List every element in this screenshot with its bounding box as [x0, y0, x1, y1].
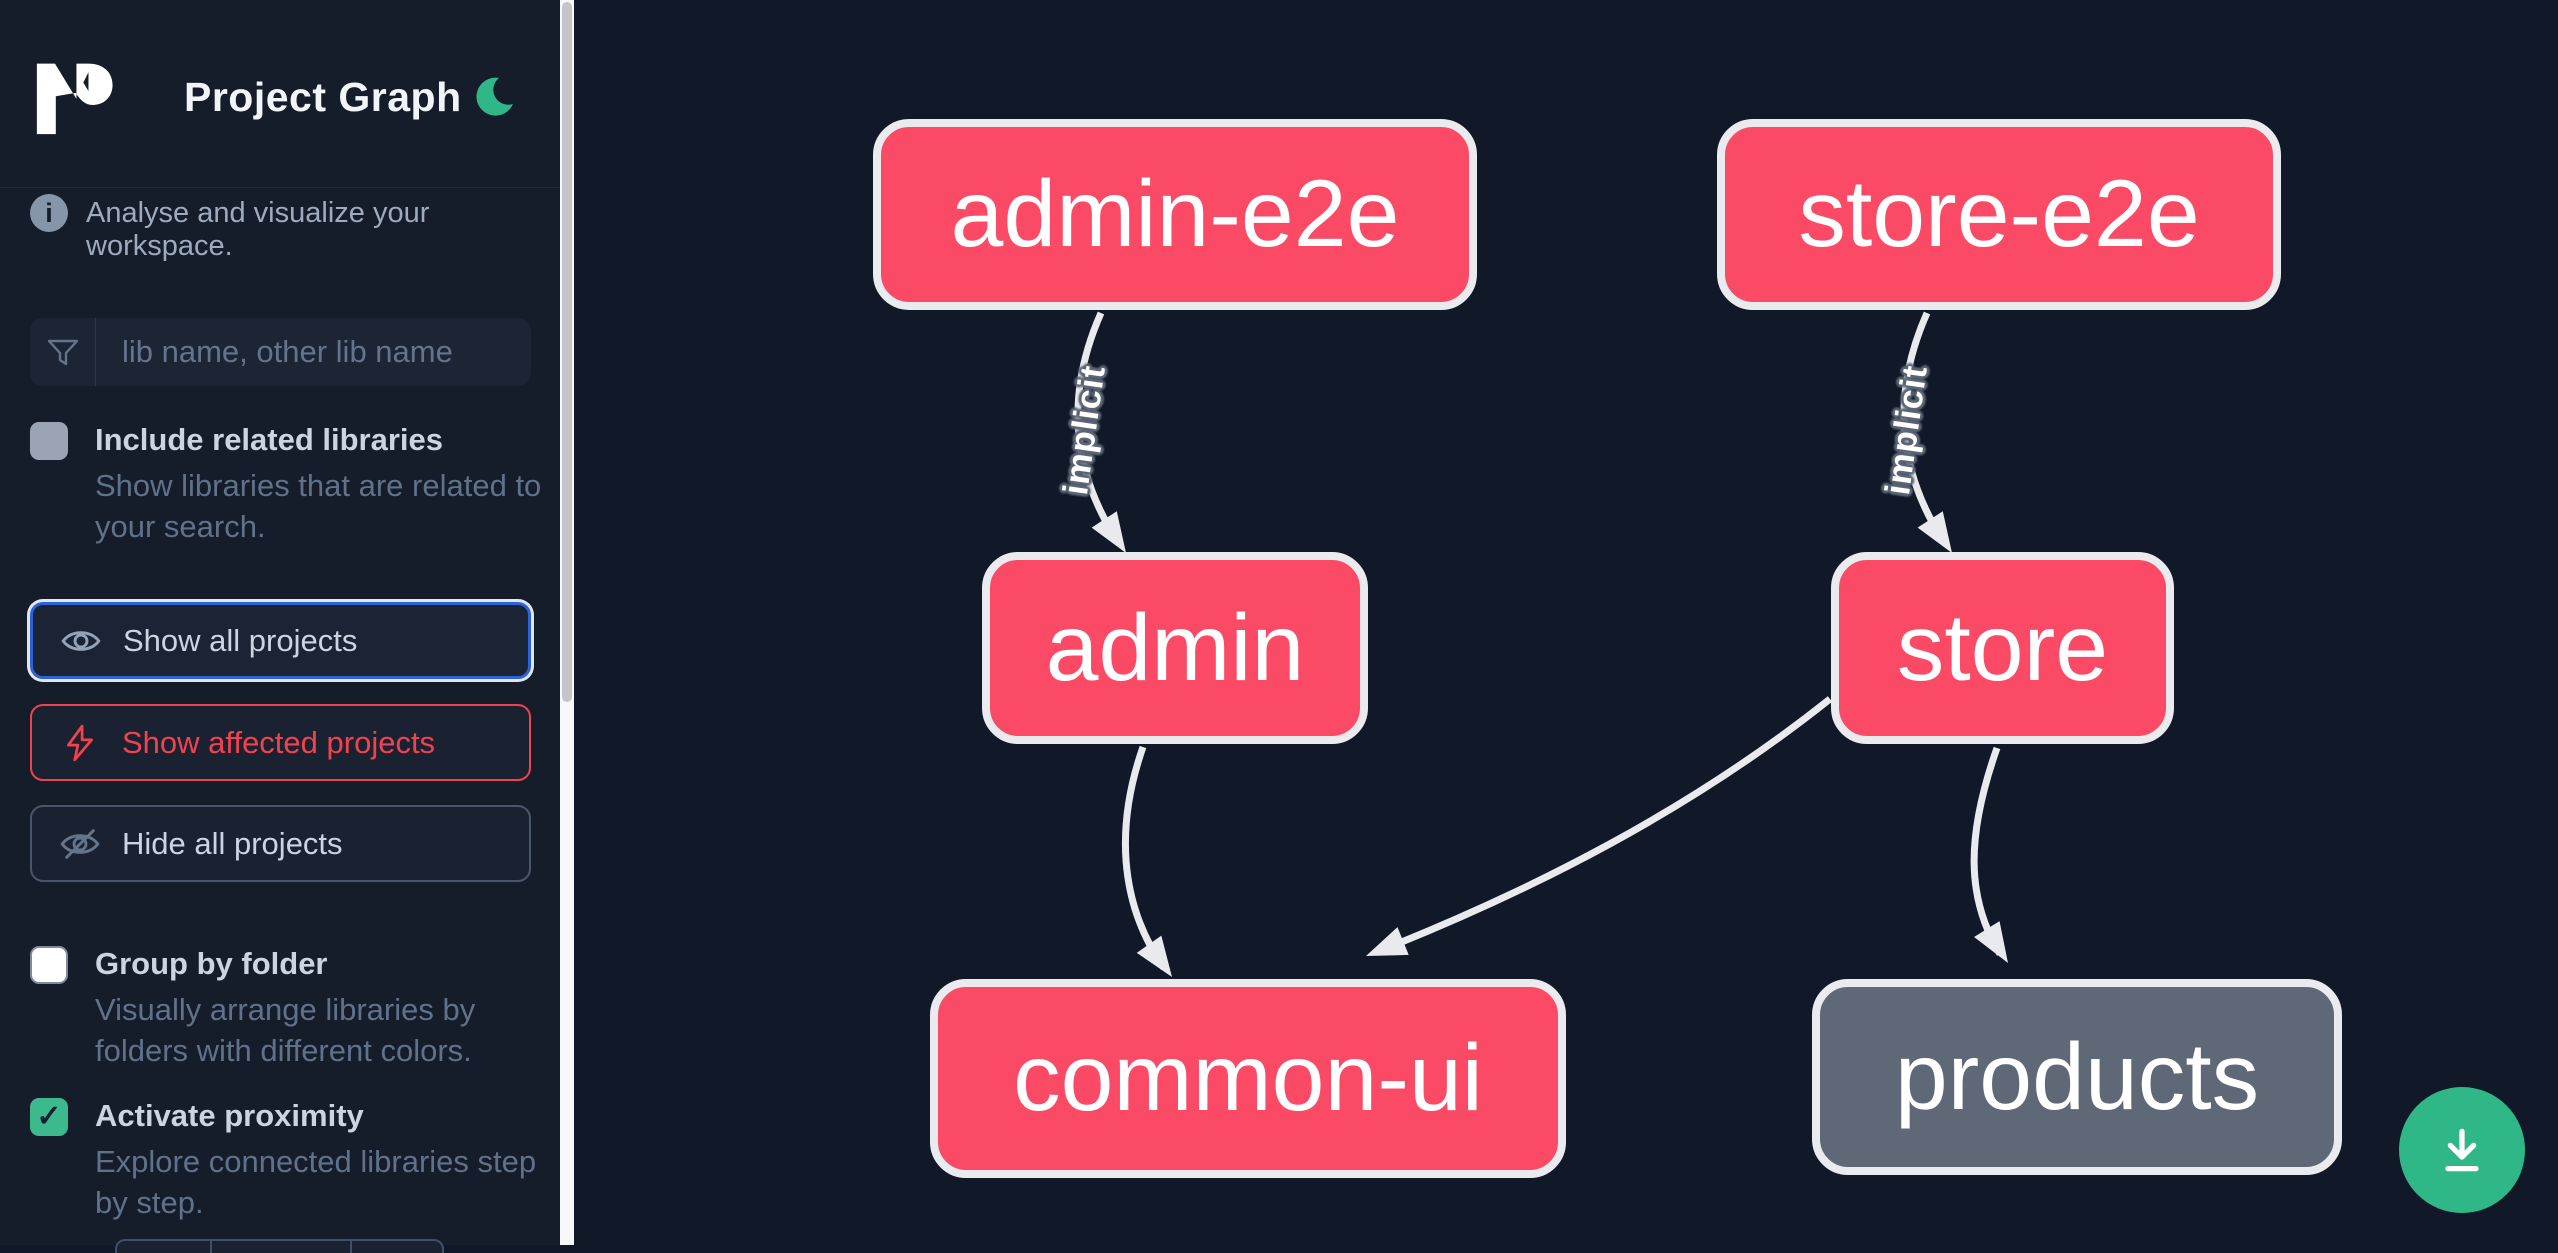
button-label: Show affected projects [122, 725, 435, 761]
checkbox-description: Explore connected libraries step by step… [95, 1141, 565, 1223]
graph-node-admin-e2e[interactable]: admin-e2e [873, 119, 1477, 310]
page-title: Project Graph [184, 74, 462, 121]
hide-all-projects-button[interactable]: Hide all projects [30, 805, 531, 882]
sidebar-scrollbar[interactable] [560, 0, 574, 1245]
sidebar: Project Graph i Analyse and visualize yo… [0, 0, 561, 1245]
checkbox-label: Group by folder [95, 946, 328, 981]
edge-admin-common-ui[interactable] [1125, 747, 1164, 968]
checkbox-label: Activate proximity [95, 1098, 364, 1133]
tagline-text: Analyse and visualize your workspace. [86, 197, 561, 263]
checkbox-row-group-by-folder: Group by folder Visually arrange librari… [30, 944, 565, 1071]
group-by-folder-checkbox[interactable] [30, 946, 68, 984]
arrowhead-icon [1974, 921, 2008, 963]
arrowhead-icon [1918, 511, 1952, 553]
bolt-icon [58, 724, 102, 762]
nx-logo-icon [30, 58, 116, 138]
checkbox-description: Show libraries that are related to your … [95, 465, 565, 547]
moon-icon [468, 75, 516, 123]
checkbox-description: Visually arrange libraries by folders wi… [95, 989, 565, 1071]
eye-icon [59, 626, 103, 656]
sidebar-header: Project Graph [0, 0, 561, 188]
search-input[interactable] [96, 318, 531, 386]
download-graph-button[interactable] [2399, 1087, 2525, 1213]
checkbox-row-include-related: Include related libraries Show libraries… [30, 420, 565, 547]
dark-mode-toggle[interactable] [466, 74, 518, 126]
tagline: i Analyse and visualize your workspace. [30, 194, 561, 263]
arrowhead-icon [1366, 927, 1409, 956]
edge-store-common-ui[interactable] [1382, 699, 1830, 950]
arrowhead-icon [1137, 936, 1172, 977]
graph-node-products[interactable]: products [1812, 979, 2342, 1175]
button-label: Show all projects [123, 623, 357, 659]
show-affected-projects-button[interactable]: Show affected projects [30, 704, 531, 781]
edge-store-products[interactable] [1974, 748, 2000, 954]
include-related-checkbox[interactable] [30, 422, 68, 460]
proximity-depth-stepper[interactable] [115, 1239, 444, 1253]
arrowhead-icon [1092, 511, 1126, 553]
filter-funnel-icon [30, 318, 96, 386]
check-icon: ✓ [36, 1102, 61, 1132]
search-box [30, 318, 531, 386]
show-all-projects-button[interactable]: Show all projects [30, 602, 531, 679]
button-label: Hide all projects [122, 826, 343, 862]
checkbox-row-activate-proximity: ✓ Activate proximity Explore connected l… [30, 1096, 565, 1223]
info-icon: i [30, 194, 68, 232]
activate-proximity-checkbox[interactable]: ✓ [30, 1098, 68, 1136]
checkbox-label: Include related libraries [95, 422, 443, 457]
scrollbar-thumb[interactable] [562, 2, 572, 702]
download-icon [2434, 1122, 2490, 1178]
graph-node-admin[interactable]: admin [982, 552, 1368, 744]
eye-off-icon [58, 828, 102, 860]
graph-node-store-e2e[interactable]: store-e2e [1717, 119, 2281, 310]
graph-node-store[interactable]: store [1831, 552, 2174, 744]
graph-node-common-ui[interactable]: common-ui [930, 979, 1566, 1178]
